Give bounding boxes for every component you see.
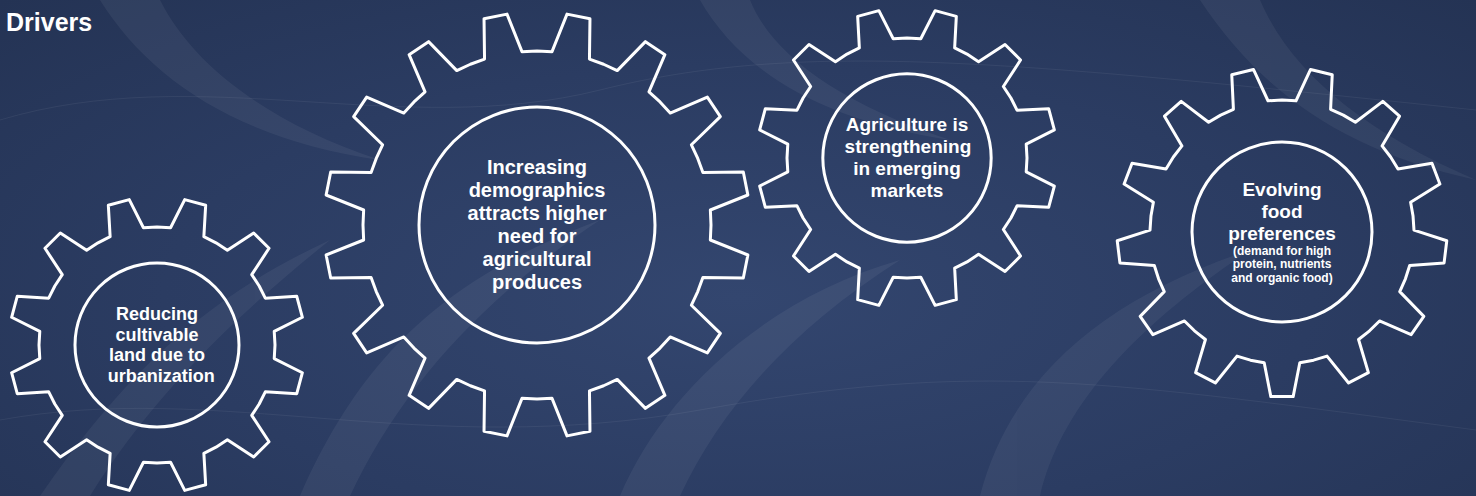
gear-text: Reducing cultivable land due to urbaniza… — [108, 304, 206, 387]
gear-node: Agriculture is strengthening in emerging… — [757, 8, 1057, 308]
gear-teeth — [326, 14, 748, 436]
gear-hub — [823, 74, 991, 242]
gear-heading: Reducing cultivable land due to urbaniza… — [108, 304, 206, 387]
gear-node: Evolving food preferences(demand for hig… — [1117, 67, 1447, 397]
gear-heading: Increasing demographics attracts higher … — [466, 156, 608, 294]
gear-teeth — [1117, 69, 1447, 396]
gear-note: (demand for high protein, nutrients and … — [1228, 244, 1336, 285]
gear-heading: Evolving food preferences — [1228, 179, 1336, 245]
gear-node: Reducing cultivable land due to urbaniza… — [9, 197, 305, 493]
gear-teeth — [760, 11, 1055, 306]
gear-hub — [75, 263, 239, 427]
diagram-title: Drivers — [6, 8, 92, 37]
gear-hub — [1192, 142, 1372, 322]
gear-hub — [419, 107, 655, 343]
gear-heading: Agriculture is strengthening in emerging… — [845, 114, 970, 201]
gear-text: Increasing demographics attracts higher … — [466, 156, 608, 294]
gear-node: Increasing demographics attracts higher … — [324, 12, 750, 438]
gear-text: Evolving food preferences(demand for hig… — [1228, 179, 1336, 286]
gear-text: Agriculture is strengthening in emerging… — [845, 114, 970, 201]
gear-teeth — [12, 200, 303, 491]
